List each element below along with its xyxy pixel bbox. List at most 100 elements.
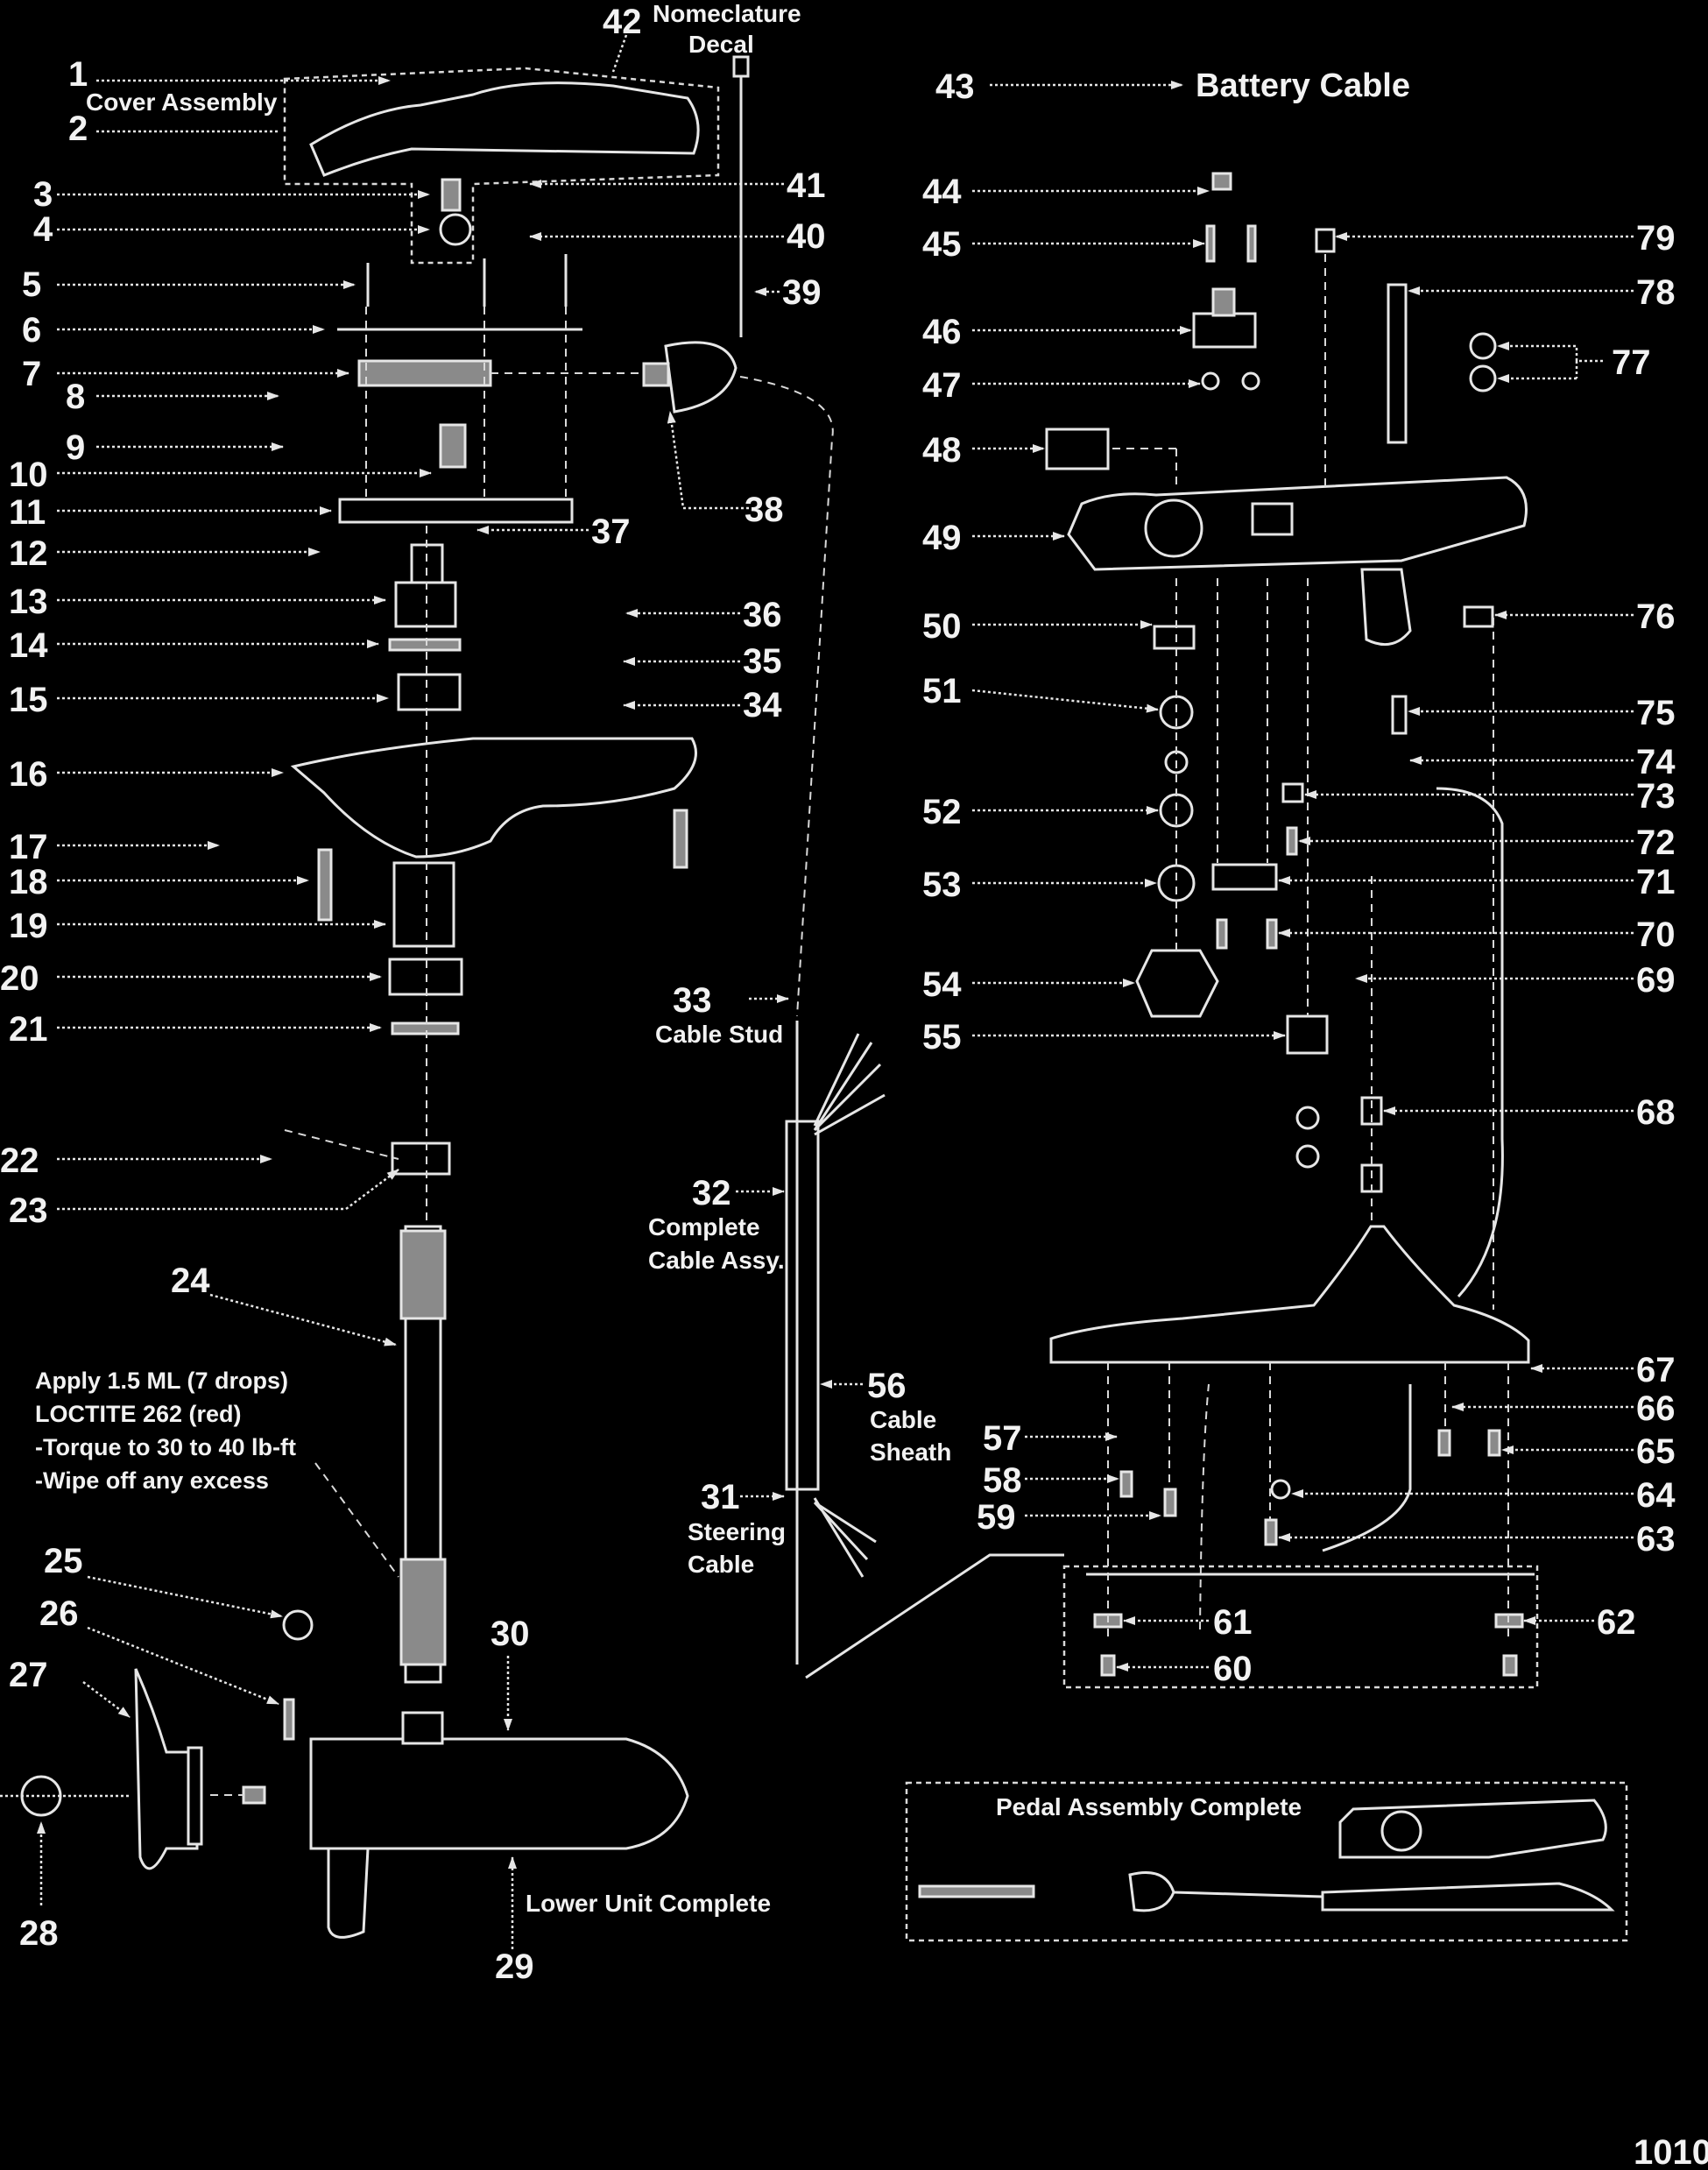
shaft-thread-lower (399, 1558, 447, 1666)
nut-part (1469, 332, 1497, 360)
callout-18: 18 (9, 863, 48, 901)
leader-line (667, 411, 749, 510)
leader-line (87, 1626, 279, 1706)
washer-part (1201, 371, 1220, 391)
propeller-part (134, 1668, 199, 1870)
label-cable-stud: Cable Stud (655, 1021, 783, 1048)
callout-42: 42 (603, 3, 642, 41)
callout-51: 51 (922, 672, 962, 710)
callout-55: 55 (922, 1018, 962, 1057)
callout-26: 26 (39, 1594, 79, 1633)
mount-plate-part (338, 498, 574, 524)
callout-24: 24 (171, 1262, 210, 1300)
upper-pedal-part (1067, 476, 1528, 571)
pedal-assembly-box (905, 1781, 1628, 1942)
bushing-lower-part (397, 673, 462, 711)
screw-part (1286, 826, 1298, 856)
callout-29: 29 (495, 1947, 534, 1986)
callout-1: 1 (68, 55, 88, 94)
callout-73: 73 (1636, 777, 1676, 816)
pedal-assembly-complete-drawing (905, 1781, 1628, 1942)
callout-62: 62 (1597, 1603, 1636, 1642)
shaft-tube-part (392, 861, 455, 948)
callout-37: 37 (591, 512, 631, 551)
alignment-line (284, 1129, 399, 1160)
callout-34: 34 (743, 686, 782, 725)
pivot-pin-part (1463, 605, 1494, 628)
shaft-seat-part (401, 1711, 444, 1745)
callout-39: 39 (782, 273, 822, 312)
label-cover-assembly: Cover Assembly (86, 88, 278, 116)
callout-77: 77 (1612, 343, 1651, 382)
momentary-switch-part (1286, 1014, 1329, 1055)
callout-36: 36 (743, 596, 782, 634)
bracket-part (1211, 863, 1278, 891)
callout-74: 74 (1636, 743, 1676, 781)
screw-part (1437, 1429, 1451, 1457)
knob-part (1135, 949, 1219, 1018)
callout-53: 53 (922, 866, 962, 904)
cable-assembly-drawing (785, 1021, 886, 1665)
callout-28: 28 (19, 1914, 59, 1953)
callout-70: 70 (1636, 915, 1676, 954)
alignment-line (739, 376, 834, 1017)
callout-20: 20 (0, 959, 39, 998)
label-cable-sheath-line1: Cable (870, 1406, 936, 1433)
screw-part (1487, 1429, 1501, 1457)
traction-pad-box (1062, 1565, 1539, 1689)
callout-40: 40 (787, 217, 826, 256)
pedal-switch-part (1380, 1810, 1422, 1852)
clip-part (1281, 782, 1304, 803)
leader-line (971, 689, 1159, 713)
callout-71: 71 (1636, 863, 1676, 901)
alignment-line (314, 1462, 399, 1578)
callout-47: 47 (922, 366, 962, 405)
callout-6: 6 (22, 311, 41, 350)
callout-50: 50 (922, 607, 962, 646)
callout-17: 17 (9, 828, 48, 866)
loctite-note: Apply 1.5 ML (7 drops) LOCTITE 262 (red)… (35, 1368, 296, 1494)
leader-line (57, 1169, 399, 1211)
tie-strap-head (732, 55, 750, 78)
callout-41: 41 (787, 166, 826, 205)
pedal-base-part (1321, 1882, 1615, 1912)
callout-58: 58 (983, 1461, 1022, 1500)
callout-52: 52 (922, 793, 962, 831)
screw-part (1264, 1518, 1278, 1546)
callout-13: 13 (9, 583, 48, 621)
callout-69: 69 (1636, 961, 1676, 1000)
cable-wire-fan-lower (813, 1497, 877, 1578)
callout-8: 8 (66, 378, 85, 416)
cable-path-line (1436, 787, 1504, 1298)
terminal-post (1211, 287, 1236, 317)
nut-part (1469, 364, 1497, 392)
callout-57: 57 (983, 1419, 1022, 1458)
cable-path-line (805, 1553, 1064, 1679)
callout-44: 44 (922, 173, 962, 211)
screw-part (1119, 1470, 1133, 1498)
shaft-thread-upper (399, 1229, 447, 1320)
callout-2: 2 (68, 110, 88, 148)
callout-numbers: 1 2 3 4 5 6 7 8 9 10 11 12 13 14 15 16 1… (0, 3, 1676, 1986)
prop-nut-part (242, 1785, 266, 1805)
pedal-switch-part (1045, 428, 1110, 470)
note-line-1: Apply 1.5 ML (7 drops) (35, 1368, 288, 1394)
screw-part (1216, 918, 1228, 950)
pedal-cable-part (1173, 1891, 1323, 1898)
leader-line (209, 1293, 397, 1347)
callout-60: 60 (1213, 1650, 1253, 1688)
skeg-part (327, 1847, 370, 1939)
callout-23: 23 (9, 1191, 48, 1230)
callout-63: 63 (1636, 1520, 1676, 1559)
callout-75: 75 (1636, 694, 1676, 732)
nut-washer-part (282, 1609, 314, 1641)
pedal-indicator (1251, 502, 1294, 536)
callout-21: 21 (9, 1010, 48, 1049)
callout-79: 79 (1636, 219, 1676, 258)
cap-part (1315, 228, 1336, 253)
callout-32: 32 (692, 1174, 731, 1212)
set-collar-part (391, 1142, 451, 1176)
pedal-cable-stud-part (918, 1884, 1035, 1898)
nut-part (1157, 864, 1196, 902)
